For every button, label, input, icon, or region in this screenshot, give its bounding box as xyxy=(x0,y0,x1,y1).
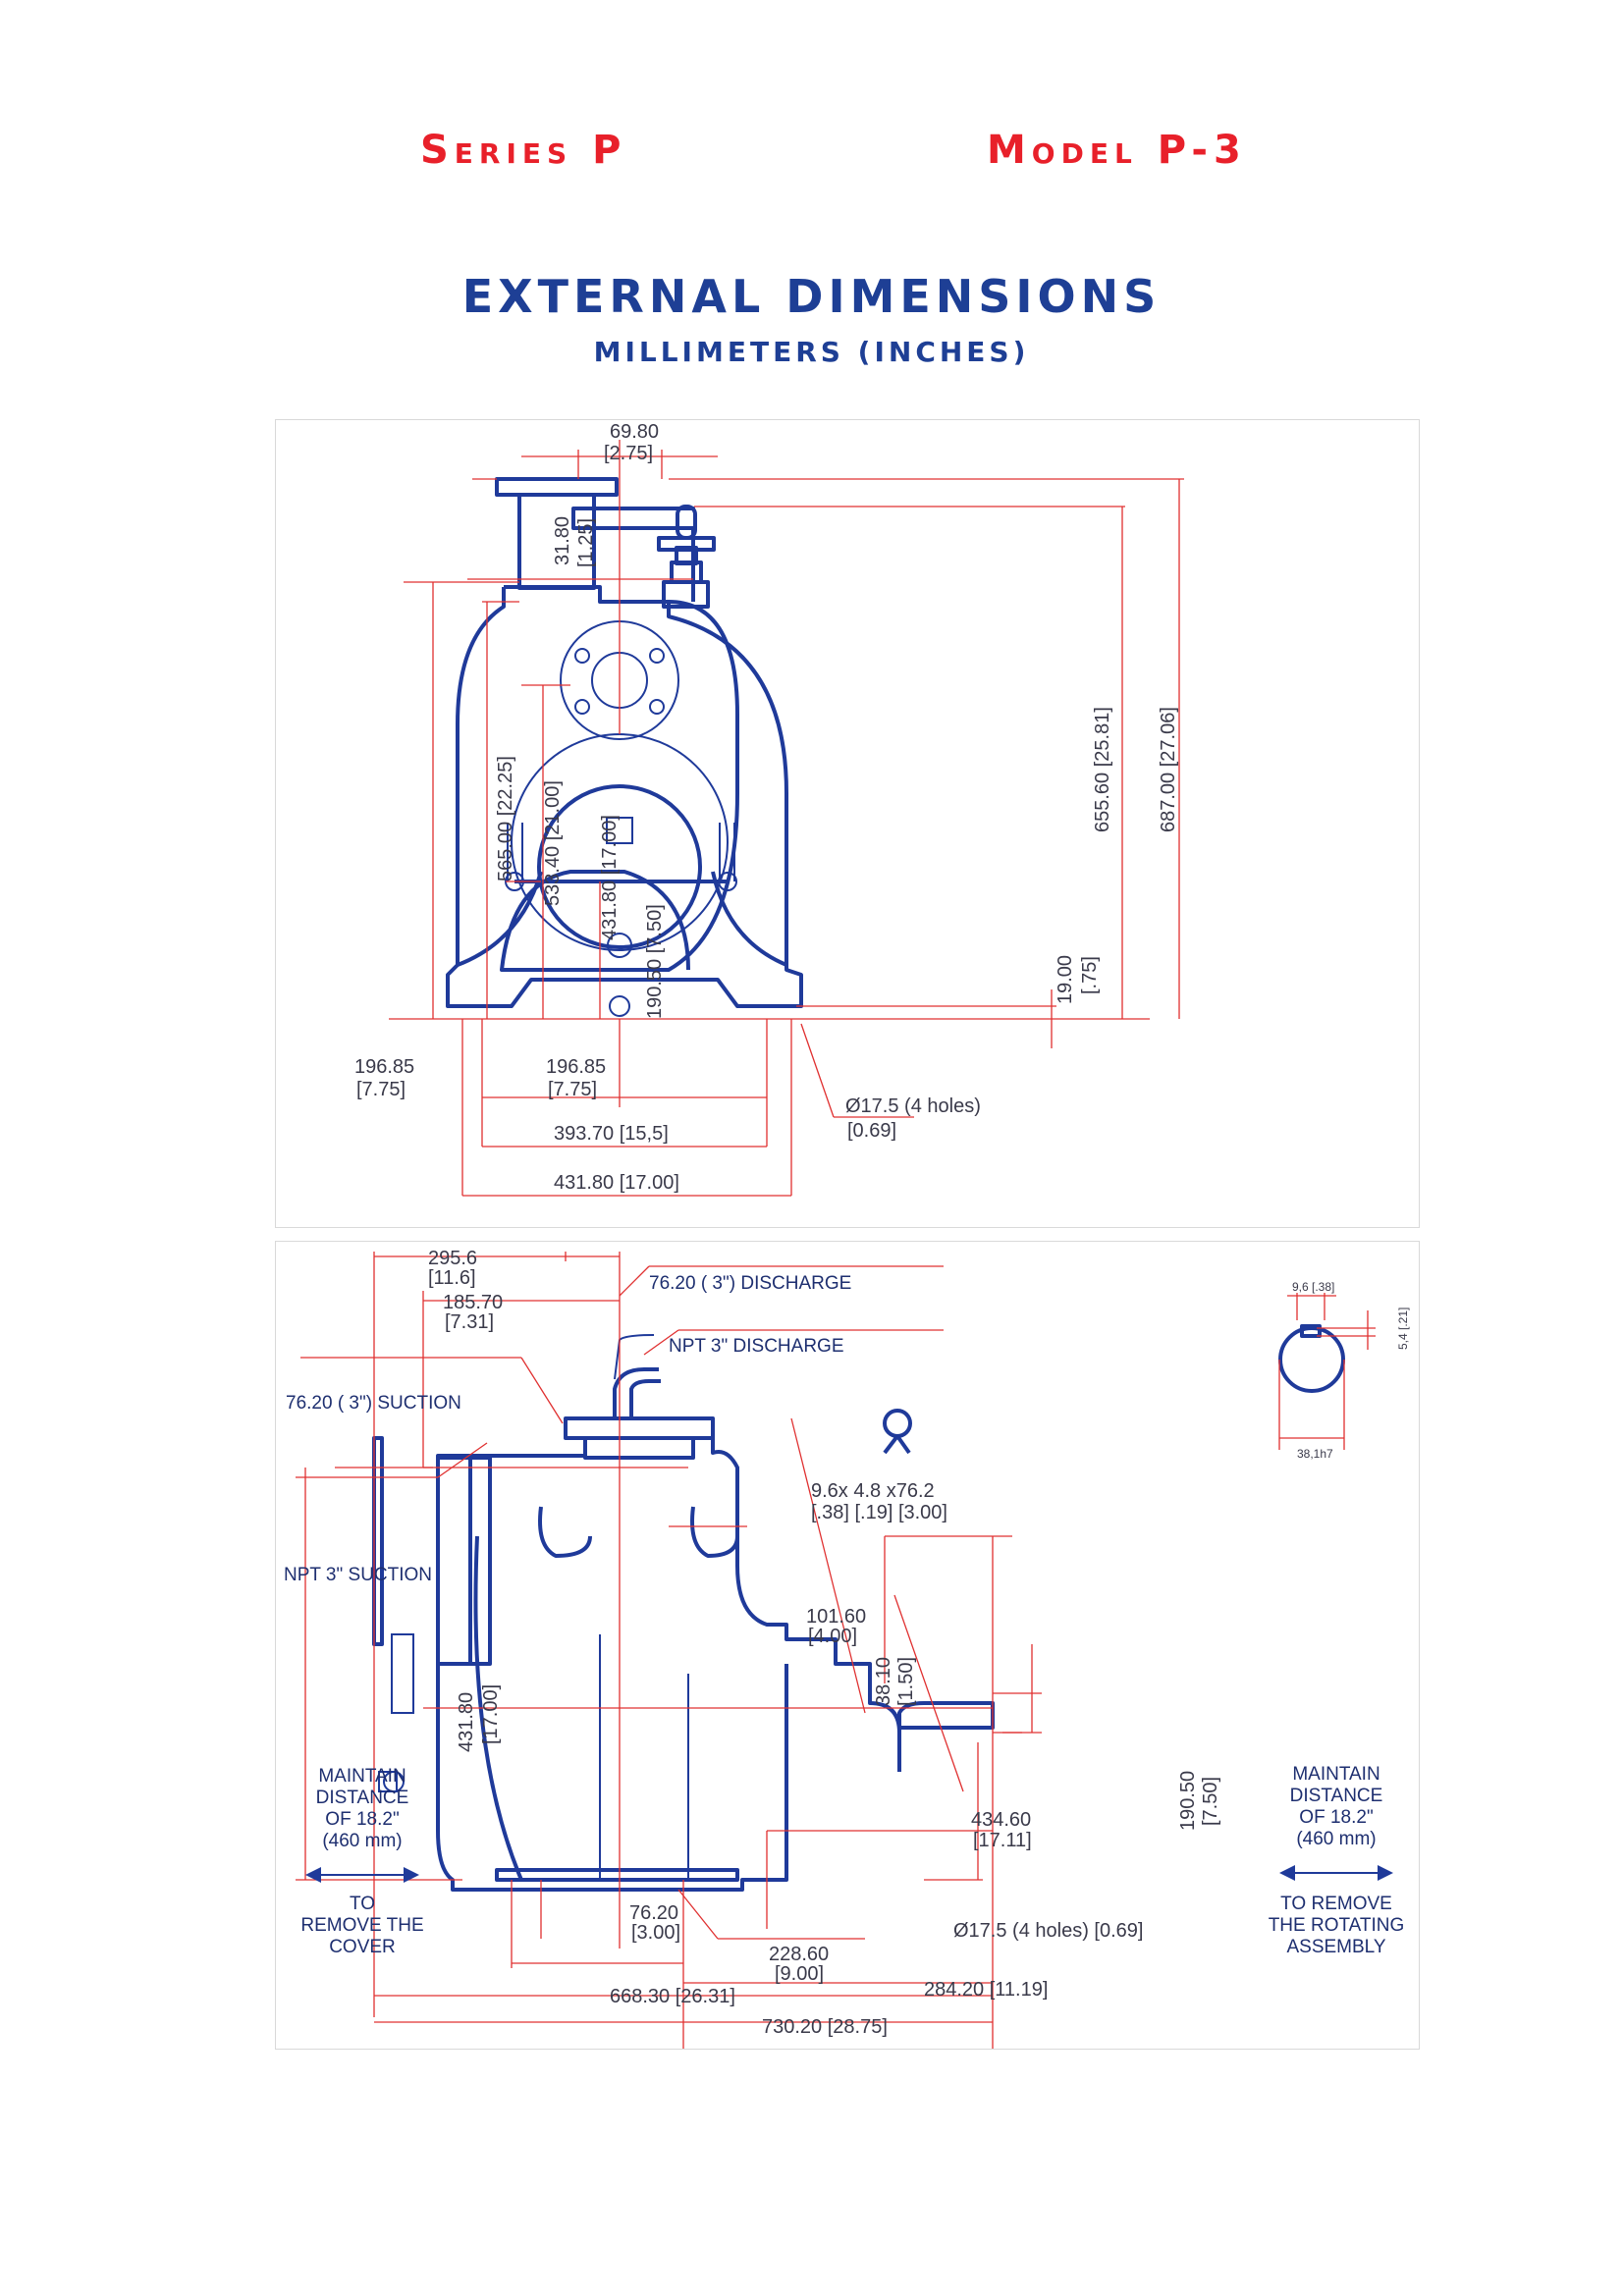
side-d434-in: [17.11] xyxy=(973,1830,1032,1851)
side-dimension-lines xyxy=(296,1252,1042,2081)
side-d295-in: [11.6] xyxy=(428,1267,476,1289)
front-height-565: 565.00 [22.25] xyxy=(495,756,516,881)
front-width-196-left-in: [7.75] xyxy=(356,1079,406,1100)
side-h190: 190.50 xyxy=(1177,1771,1199,1831)
side-d185-in: [7.31] xyxy=(445,1311,494,1333)
side-d101-in: [4.00] xyxy=(808,1626,857,1647)
side-view-panel: 295.6 [11.6] 185.70 [7.31] 76.20 ( 3") D… xyxy=(275,1241,1420,2081)
front-height-687: 687.00 [27.06] xyxy=(1158,707,1179,832)
left-note-line-2: DISTANCE xyxy=(316,1788,409,1808)
front-height-655: 655.60 [25.81] xyxy=(1092,707,1113,832)
front-height-431: 431.80 [17.00] xyxy=(599,815,621,940)
front-view-panel: 69.80 [2.75] 31.80 [1.25] 565.00 [22.25]… xyxy=(275,419,1420,1228)
side-view-drawing: 295.6 [11.6] 185.70 [7.31] 76.20 ( 3") D… xyxy=(284,1248,1410,2081)
left-clearance-note: MAINTAIN DISTANCE OF 18.2" (460 mm) TO R… xyxy=(300,1766,423,1957)
side-d101: 101.60 xyxy=(806,1606,866,1628)
left-note-line-3: OF 18.2" xyxy=(325,1809,399,1830)
front-flange-height-in: [1.25] xyxy=(575,518,597,567)
right-note-line-3: OF 18.2" xyxy=(1299,1807,1373,1828)
side-key-in: [.38] [.19] [3.00] xyxy=(811,1502,947,1523)
side-d38: 38.10 xyxy=(873,1657,894,1706)
pump-side-outline xyxy=(372,1334,995,1892)
front-height-19-in: [.75] xyxy=(1079,956,1101,994)
front-height-533: 533.40 [21.00] xyxy=(542,780,564,906)
pump-front-outline xyxy=(446,477,803,1017)
side-d668: 668.30 [26.31] xyxy=(610,1986,735,2007)
left-note2-line-3: COVER xyxy=(329,1937,396,1957)
side-d38-in: [1.50] xyxy=(895,1657,917,1706)
right-note2-line-2: THE ROTATING xyxy=(1269,1915,1405,1936)
right-note-line-4: (460 mm) xyxy=(1296,1829,1376,1849)
left-note2-line-1: TO xyxy=(350,1894,375,1914)
side-d730: 730.20 [28.75] xyxy=(762,2016,888,2038)
side-holes: Ø17.5 (4 holes) [0.69] xyxy=(953,1920,1143,1942)
side-d284: 284.20 [11.19] xyxy=(924,1979,1048,2001)
side-h431: 431.80 xyxy=(456,1692,477,1752)
shaft-key-depth: 5,4 [.21] xyxy=(1396,1308,1410,1350)
shaft-detail xyxy=(1278,1293,1376,1450)
side-d76: 76.20 xyxy=(629,1902,678,1924)
side-h431-in: [17.00] xyxy=(480,1684,502,1744)
left-note-line-1: MAINTAIN xyxy=(318,1766,406,1787)
front-width-196-left: 196.85 xyxy=(354,1056,414,1078)
front-height-19: 19.00 xyxy=(1055,955,1076,1004)
side-d185: 185.70 xyxy=(443,1292,503,1313)
front-view-drawing: 69.80 [2.75] 31.80 [1.25] 565.00 [22.25]… xyxy=(354,421,1184,1197)
front-flange-width: 69.80 xyxy=(610,421,659,443)
front-holes-in: [0.69] xyxy=(847,1120,896,1142)
front-height-190: 190.50 [7.50] xyxy=(644,904,666,1019)
right-note-line-1: MAINTAIN xyxy=(1292,1764,1380,1785)
side-d228-in: [9.00] xyxy=(775,1963,824,1985)
front-width-196-right: 196.85 xyxy=(546,1056,606,1078)
side-key: 9.6x 4.8 x76.2 xyxy=(811,1480,935,1502)
side-discharge: 76.20 ( 3") DISCHARGE xyxy=(649,1273,851,1294)
side-suction: 76.20 ( 3") SUCTION xyxy=(286,1393,461,1414)
side-d76-in: [3.00] xyxy=(631,1922,680,1944)
side-d434: 434.60 xyxy=(971,1809,1031,1831)
side-d295: 295.6 xyxy=(428,1248,477,1269)
side-npt-suction: NPT 3" SUCTION xyxy=(284,1565,432,1585)
series-label: Series P xyxy=(420,128,627,173)
front-dimension-lines xyxy=(389,440,1184,1197)
front-flange-height: 31.80 xyxy=(552,516,573,565)
shaft-key-width: 9,6 [.38] xyxy=(1292,1280,1334,1294)
front-flange-width-in: [2.75] xyxy=(604,443,653,464)
page-subtitle: MILLIMETERS (INCHES) xyxy=(593,336,1030,368)
side-d228: 228.60 xyxy=(769,1944,829,1965)
front-width-393: 393.70 [15,5] xyxy=(554,1123,669,1145)
front-holes: Ø17.5 (4 holes) xyxy=(845,1095,981,1117)
page-title: EXTERNAL DIMENSIONS xyxy=(461,270,1162,323)
front-width-431: 431.80 [17.00] xyxy=(554,1172,679,1194)
shaft-diameter: 38,1h7 xyxy=(1297,1447,1333,1461)
right-note2-line-3: ASSEMBLY xyxy=(1286,1937,1385,1957)
side-h190-in: [7.50] xyxy=(1200,1777,1221,1826)
side-npt-discharge: NPT 3" DISCHARGE xyxy=(669,1336,844,1357)
right-clearance-note: MAINTAIN DISTANCE OF 18.2" (460 mm) TO R… xyxy=(1269,1764,1405,1957)
right-note2-line-1: TO REMOVE xyxy=(1280,1894,1392,1914)
left-note2-line-2: REMOVE THE xyxy=(300,1915,423,1936)
left-note-line-4: (460 mm) xyxy=(322,1831,402,1851)
right-note-line-2: DISTANCE xyxy=(1290,1786,1383,1806)
front-width-196-right-in: [7.75] xyxy=(548,1079,597,1100)
model-label: Model P-3 xyxy=(987,128,1247,173)
